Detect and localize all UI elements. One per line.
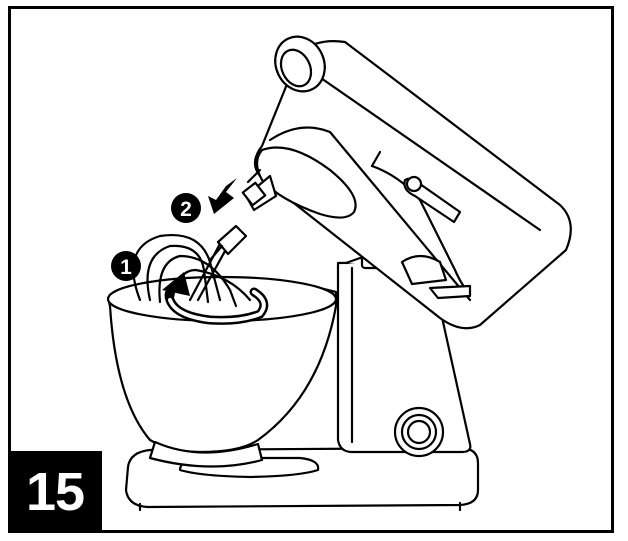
callout-1: 1 — [111, 251, 141, 281]
step-number-badge: 15 — [8, 451, 102, 533]
step-number: 15 — [25, 462, 85, 522]
illustration-frame — [8, 6, 614, 533]
speed-knob — [393, 406, 445, 458]
svg-text:1: 1 — [120, 256, 132, 279]
svg-text:2: 2 — [180, 198, 192, 221]
drive-hub — [241, 146, 357, 219]
push-down-arrow-icon — [208, 178, 237, 214]
front-cap — [274, 35, 326, 93]
mixing-bowl — [106, 275, 338, 468]
callout-2: 2 — [171, 193, 201, 223]
rotate-arrow-icon — [162, 272, 269, 325]
whisk-shaft — [208, 224, 248, 262]
